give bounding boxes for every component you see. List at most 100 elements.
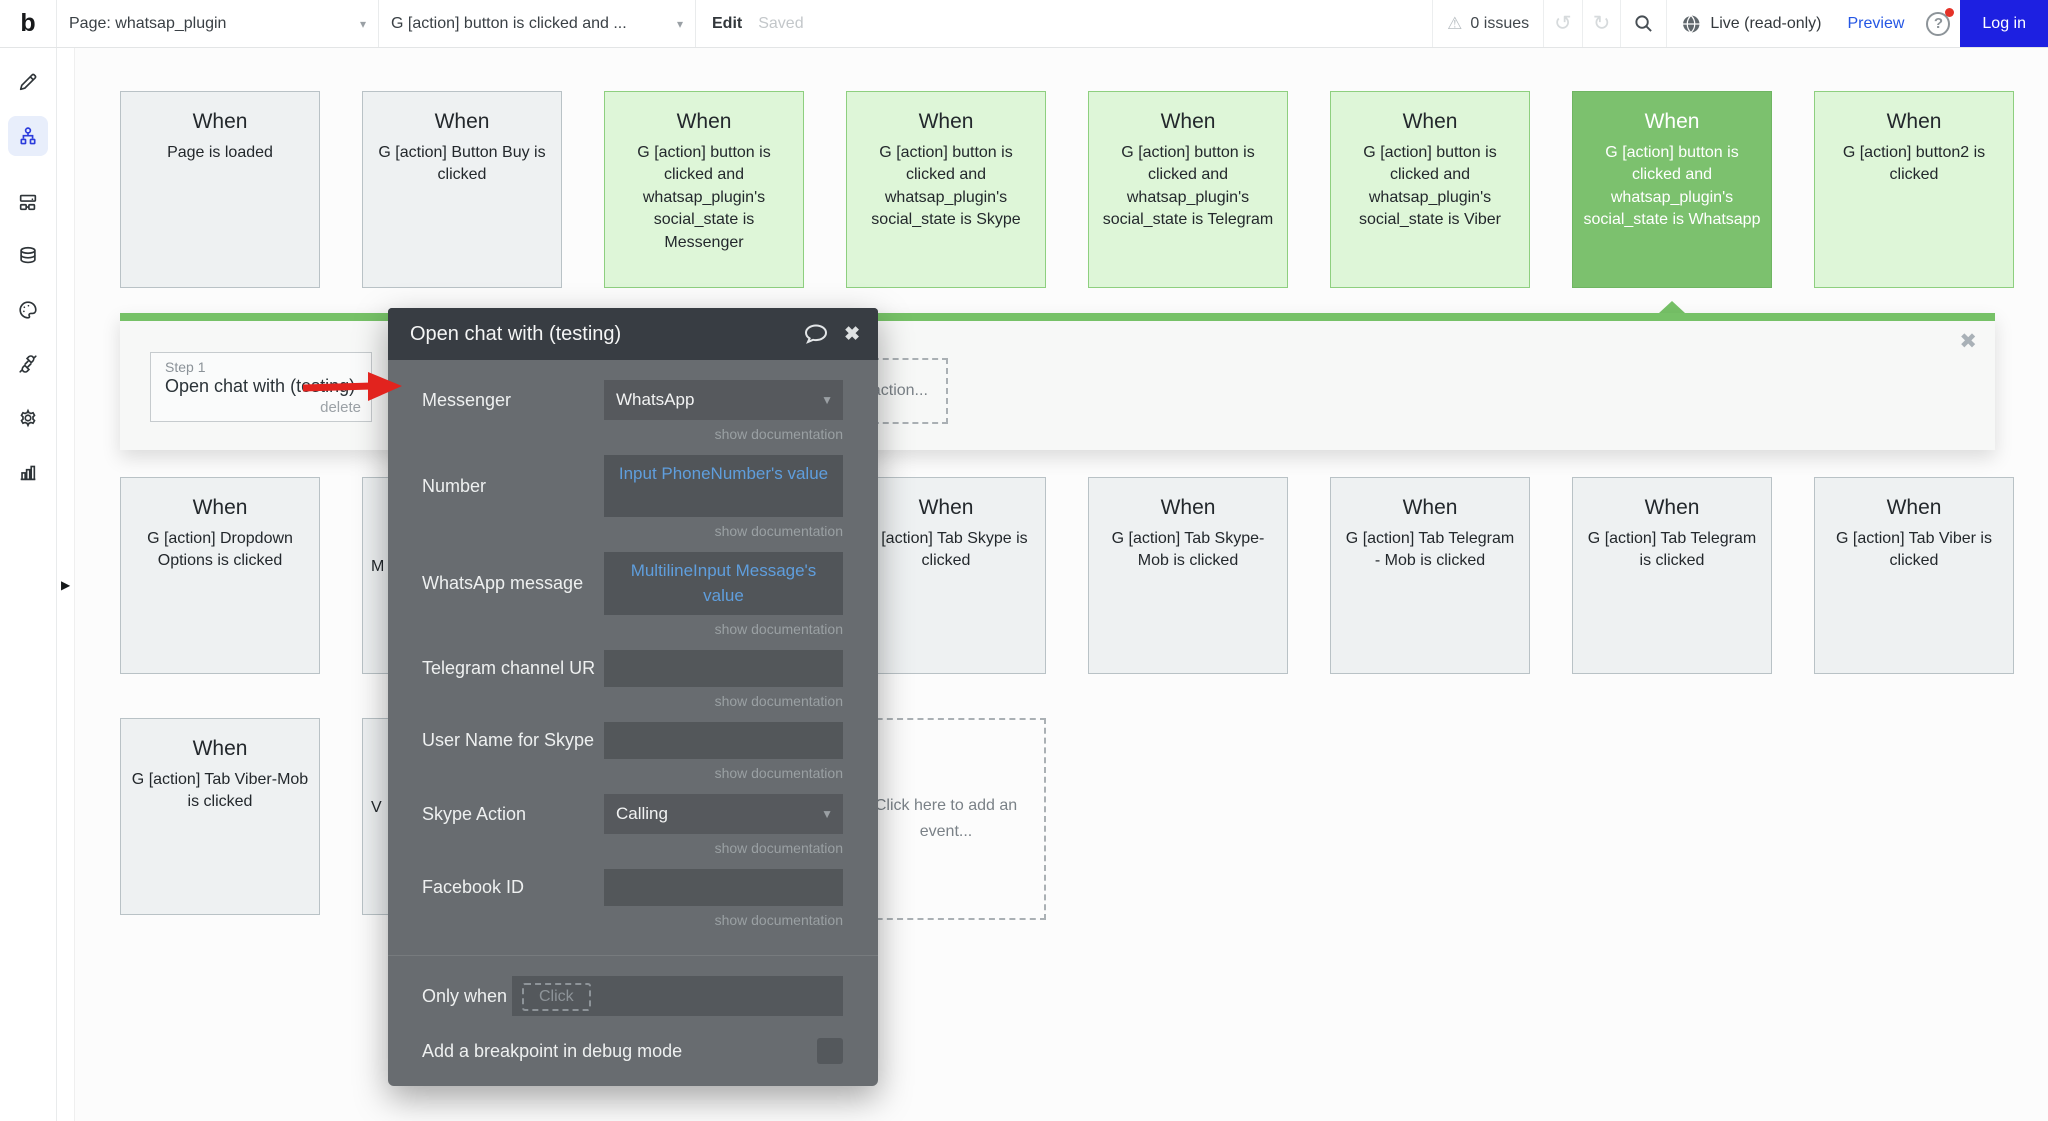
- popup-title: Open chat with (testing): [410, 322, 622, 345]
- event-card-when-label: When: [1402, 110, 1458, 133]
- show-documentation-link[interactable]: show documentation: [714, 765, 843, 782]
- page-selector[interactable]: Page: whatsap_plugin ▾: [57, 0, 379, 47]
- search-button[interactable]: [1620, 0, 1668, 47]
- event-card-condition: Page is loaded: [167, 144, 273, 161]
- event-card-when-label: When: [676, 110, 732, 133]
- step-delete-link[interactable]: delete: [320, 399, 361, 416]
- sidebar-expander[interactable]: ▶: [61, 578, 71, 592]
- event-card-when-label: When: [918, 110, 974, 133]
- workflow-icon: [20, 127, 36, 145]
- environment-indicator[interactable]: Live (read-only): [1667, 0, 1835, 47]
- components-icon: [19, 194, 37, 211]
- field-text-input[interactable]: [604, 650, 843, 688]
- popup-header[interactable]: Open chat with (testing) ✖: [388, 308, 878, 360]
- field-label: Number: [422, 476, 487, 496]
- edit-label[interactable]: Edit: [712, 14, 743, 32]
- event-card-condition: G [action] Tab Telegram is clicked: [1587, 530, 1757, 570]
- help-button[interactable]: ?: [1916, 0, 1960, 47]
- event-card-condition: G [action] button2 is clicked: [1842, 144, 1986, 184]
- breakpoint-checkbox[interactable]: [817, 1038, 843, 1065]
- event-card-text-fragment: V: [371, 799, 382, 816]
- plugins-tab[interactable]: [8, 344, 48, 384]
- field-dropdown[interactable]: Calling▼: [604, 794, 843, 835]
- field-label: WhatsApp message: [422, 573, 584, 593]
- chevron-down-icon: ▾: [359, 16, 366, 31]
- workflow-selector[interactable]: G [action] button is clicked and ... ▾: [379, 0, 696, 47]
- help-icon: ?: [1926, 11, 1951, 36]
- bubble-logo[interactable]: b: [0, 0, 57, 47]
- comment-bubble-icon[interactable]: [804, 323, 828, 345]
- top-toolbar: b Page: whatsap_plugin ▾ G [action] butt…: [0, 0, 2048, 48]
- chevron-down-icon: ▼: [821, 393, 833, 407]
- show-documentation-link[interactable]: show documentation: [714, 523, 843, 539]
- settings-tab[interactable]: [8, 398, 48, 438]
- field-control-column: MultilineInput Message's value show docum…: [604, 552, 843, 650]
- step-number: Step 1: [165, 359, 206, 375]
- field-label: Facebook ID: [422, 877, 525, 898]
- popup-footer: Only when Click Add a breakpoint in debu…: [388, 955, 878, 1086]
- show-documentation-link[interactable]: show documentation: [714, 426, 843, 442]
- only-when-input[interactable]: Click: [512, 976, 843, 1017]
- redo-button[interactable]: ↻: [1581, 0, 1621, 47]
- styles-tab[interactable]: [8, 290, 48, 330]
- field-control-column: show documentation: [604, 650, 843, 722]
- event-card-condition: G [action] button is clicked and whatsap…: [871, 144, 1021, 229]
- field-expression-value[interactable]: Input PhoneNumber's value: [604, 455, 843, 517]
- design-tab[interactable]: [8, 62, 48, 102]
- issues-indicator[interactable]: ⚠ 0 issues: [1432, 0, 1543, 47]
- show-documentation-link[interactable]: show documentation: [714, 693, 843, 710]
- logs-chart-icon: [20, 465, 36, 481]
- undo-button[interactable]: ↺: [1543, 0, 1582, 47]
- field-text-input[interactable]: [604, 722, 843, 760]
- logs-tab[interactable]: [8, 452, 48, 492]
- event-card-when-label: When: [1644, 110, 1700, 133]
- show-documentation-link[interactable]: show documentation: [714, 840, 843, 857]
- plugins-icon: [19, 355, 37, 373]
- field-control-column: WhatsApp▼ show documentation: [604, 380, 843, 455]
- preview-button[interactable]: Preview: [1847, 14, 1905, 32]
- panel-close-icon[interactable]: ✖: [1959, 330, 1977, 353]
- event-card-when-label: When: [1160, 110, 1216, 133]
- event-card[interactable]: When G [action] button is clicked and wha…: [846, 91, 1046, 288]
- chevron-down-icon: ▼: [821, 807, 833, 822]
- database-icon: [20, 246, 36, 264]
- login-button[interactable]: Log in: [1960, 0, 2048, 47]
- event-card[interactable]: When G [action] button is clicked and wha…: [1330, 91, 1530, 288]
- components-tab[interactable]: [8, 182, 48, 222]
- popup-field-row: Number Input PhoneNumber's value show docu…: [422, 455, 843, 552]
- show-documentation-link[interactable]: show documentation: [714, 912, 843, 929]
- field-text-input[interactable]: [604, 869, 843, 907]
- popup-field-row: Telegram channel UR show documentation: [422, 650, 843, 722]
- event-card-condition: G [action] Tab Viber is clicked: [1836, 530, 1992, 570]
- field-label: Skype Action: [422, 804, 527, 825]
- field-dropdown[interactable]: WhatsApp▼: [604, 380, 843, 420]
- undo-icon: ↺: [1554, 12, 1572, 35]
- issues-count: 0 issues: [1470, 14, 1530, 32]
- show-documentation-link[interactable]: show documentation: [714, 621, 843, 638]
- field-label: Telegram channel UR: [422, 658, 596, 679]
- styles-palette-icon: [19, 301, 37, 319]
- field-expression-value[interactable]: MultilineInput Message's value: [604, 552, 843, 616]
- event-card-condition: G [action] button is clicked and whatsap…: [1359, 144, 1501, 229]
- popup-close-icon[interactable]: ✖: [844, 323, 860, 345]
- workflow-tab[interactable]: [8, 116, 48, 156]
- data-tab[interactable]: [8, 236, 48, 276]
- workflow-selector-label: G [action] button is clicked and ...: [391, 14, 627, 32]
- redo-icon: ↻: [1592, 12, 1611, 35]
